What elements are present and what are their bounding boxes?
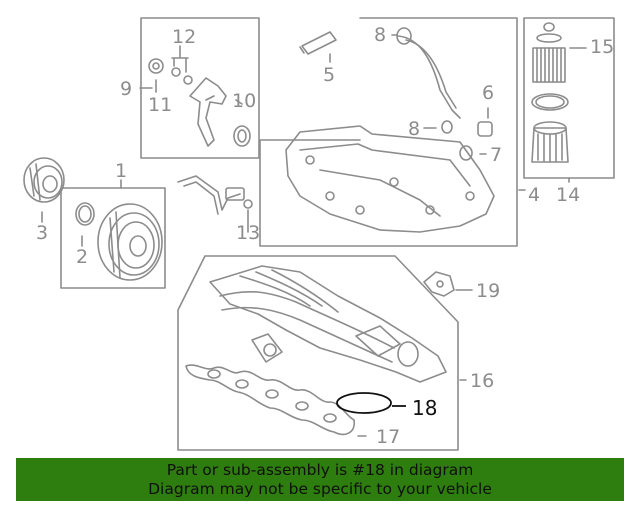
oil-pan bbox=[285, 27, 495, 233]
callout-16: 16 bbox=[470, 370, 495, 392]
callout-3: 3 bbox=[36, 222, 49, 244]
callout-2: 2 bbox=[76, 246, 89, 268]
sealant-tube bbox=[299, 31, 337, 55]
callout-17: 17 bbox=[376, 426, 401, 448]
manifold-gasket bbox=[185, 364, 356, 436]
callout-10: 10 bbox=[232, 90, 257, 112]
callout-13: 13 bbox=[236, 222, 261, 244]
info-banner: Part or sub-assembly is #18 in diagram D… bbox=[16, 458, 624, 501]
intake-manifold bbox=[209, 265, 447, 383]
pulley bbox=[75, 202, 163, 281]
callout-1: 1 bbox=[115, 160, 128, 182]
callout-9: 9 bbox=[120, 78, 133, 100]
callout-19: 19 bbox=[476, 280, 501, 302]
banner-line-2: Diagram may not be specific to your vehi… bbox=[148, 480, 492, 498]
callout-15: 15 bbox=[590, 36, 615, 58]
oil-pan-group-box bbox=[259, 17, 518, 247]
pulley-hub bbox=[23, 157, 65, 203]
callout-8-upper: 8 bbox=[374, 24, 387, 46]
oil-filter bbox=[531, 22, 569, 163]
seal-18 bbox=[336, 392, 406, 414]
callout-7: 7 bbox=[490, 144, 503, 166]
bracket-group-box bbox=[140, 17, 260, 159]
hose-13 bbox=[177, 175, 253, 215]
callout-6: 6 bbox=[482, 82, 495, 104]
callout-8-lower: 8 bbox=[408, 118, 421, 140]
callout-18: 18 bbox=[412, 396, 438, 420]
sensor-19 bbox=[423, 271, 455, 297]
leader-lines bbox=[41, 34, 587, 437]
pulley-group-box bbox=[60, 187, 166, 289]
callout-12: 12 bbox=[172, 26, 197, 48]
bracket-assembly bbox=[148, 58, 251, 147]
callout-11: 11 bbox=[148, 94, 173, 116]
intake-manifold-group-box bbox=[177, 255, 459, 451]
callout-14: 14 bbox=[556, 184, 581, 206]
callout-4: 4 bbox=[528, 184, 541, 206]
banner-line-1: Part or sub-assembly is #18 in diagram bbox=[166, 461, 474, 479]
parts-diagram bbox=[23, 17, 615, 451]
callout-5: 5 bbox=[323, 64, 336, 86]
